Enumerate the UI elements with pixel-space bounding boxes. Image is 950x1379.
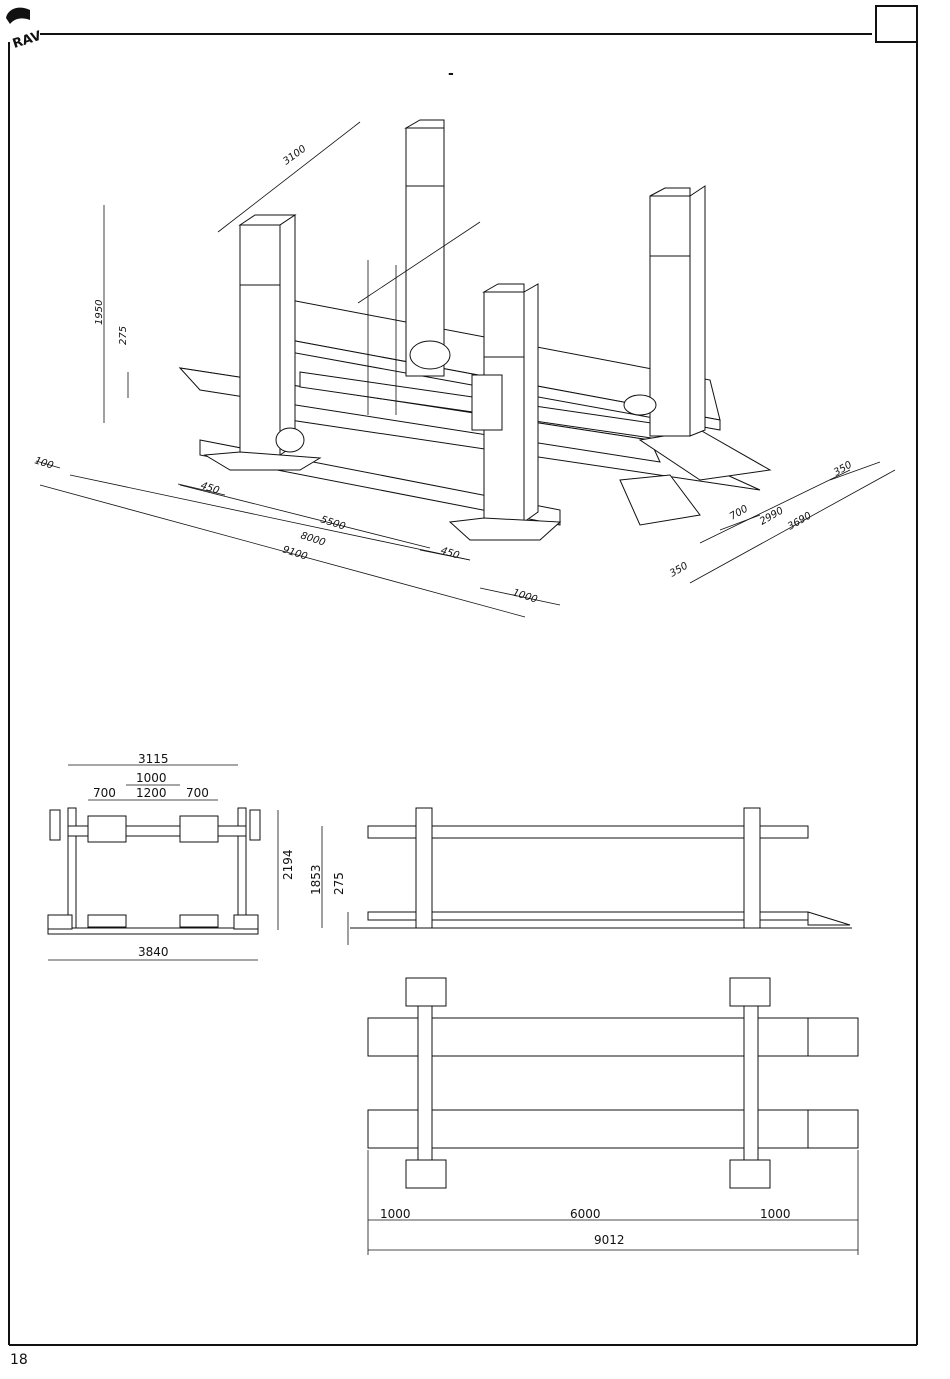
- dim-2990: 2990: [758, 505, 786, 527]
- dim-1000-top-b: 1000: [760, 1207, 791, 1221]
- dim-3115: 3115: [138, 752, 169, 766]
- isometric-lift-view: [36, 120, 895, 617]
- column-rear-left: [406, 120, 450, 376]
- dim-275-side: 275: [332, 872, 346, 895]
- dim-100: 100: [33, 455, 55, 471]
- dim-1200: 1200: [136, 786, 167, 800]
- dim-9012: 9012: [594, 1233, 625, 1247]
- dim-1000-front: 1000: [136, 771, 167, 785]
- dim-3840: 3840: [138, 945, 169, 959]
- dim-8000: 8000: [299, 530, 327, 548]
- dim-1853: 1853: [309, 864, 323, 895]
- dim-6000: 6000: [570, 1207, 601, 1221]
- dim-5500: 5500: [319, 514, 347, 532]
- dim-1000-iso: 1000: [511, 587, 539, 605]
- column-rear-right: [624, 186, 705, 436]
- dim-700-front-b: 700: [186, 786, 209, 800]
- dim-9100: 9100: [281, 544, 309, 562]
- control-box: [472, 375, 502, 430]
- dim-275-iso: 275: [118, 326, 129, 345]
- brand-logo: RAV: [6, 8, 43, 52]
- dim-700-front-a: 700: [93, 786, 116, 800]
- dim-1000-top-a: 1000: [380, 1207, 411, 1221]
- side-view: [322, 808, 852, 945]
- page-number: 18: [10, 1352, 28, 1368]
- dim-2194: 2194: [281, 849, 295, 880]
- dim-3100: 3100: [281, 144, 308, 168]
- svg-text:RAV: RAV: [11, 29, 43, 52]
- dim-350a: 350: [668, 561, 690, 580]
- dim-450b: 450: [439, 545, 461, 561]
- dim-450a: 450: [199, 480, 221, 496]
- dim-1950: 1950: [94, 300, 105, 325]
- page-title: -: [448, 66, 454, 82]
- dim-3690: 3690: [786, 510, 814, 532]
